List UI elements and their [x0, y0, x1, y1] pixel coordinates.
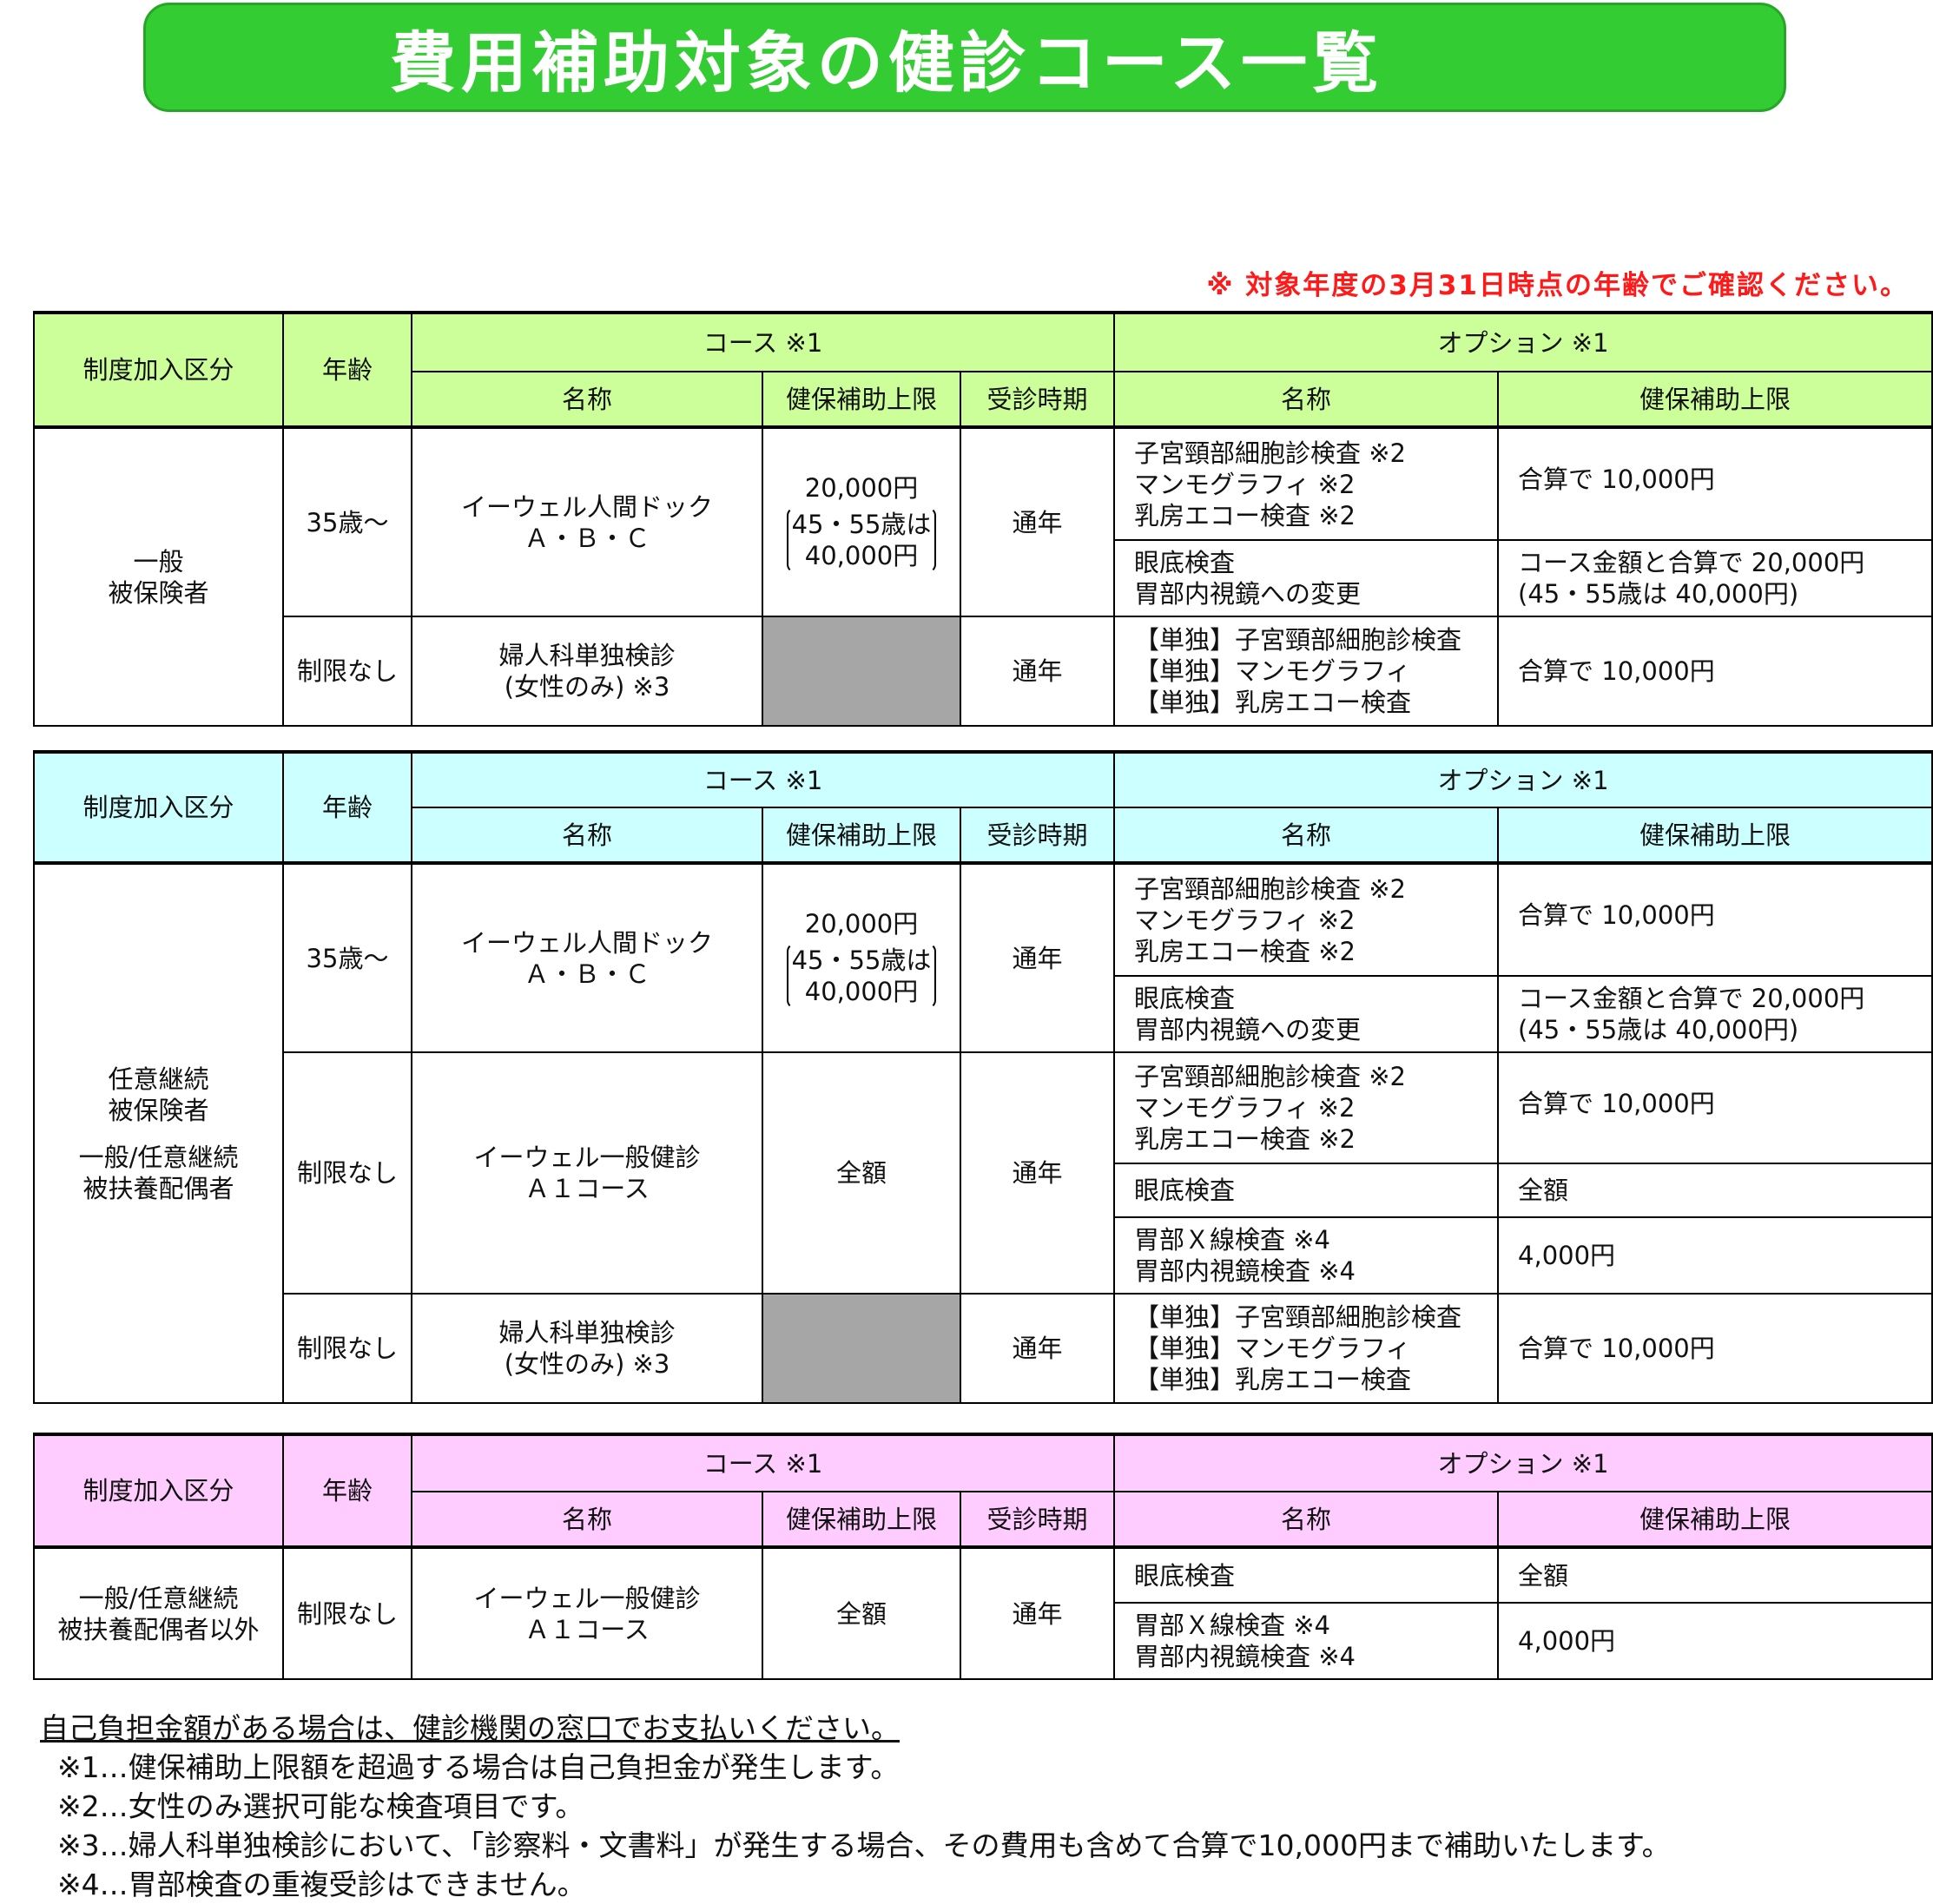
option-name-cell: 子宮頸部細胞診検査 ※2 マンモグラフィ ※2 乳房エコー検査 ※2 — [1113, 1051, 1500, 1164]
header-period: 受診時期 — [959, 371, 1116, 428]
limit-note-bracket: 45・55歳は 40,000円 — [786, 942, 937, 1009]
header-option-limit: 健保補助上限 — [1497, 1491, 1933, 1548]
period-cell: 通年 — [959, 616, 1116, 727]
header-course-limit: 健保補助上限 — [762, 1491, 961, 1548]
header-course: コース ※1 — [410, 750, 1116, 808]
period-cell: 通年 — [959, 425, 1116, 617]
course-limit-na-cell — [762, 1293, 961, 1404]
header-course-name: 名称 — [411, 1491, 763, 1548]
period-cell: 通年 — [959, 861, 1116, 1053]
option-limit-cell: 合算で 10,000円 — [1497, 861, 1933, 977]
period-cell: 通年 — [959, 1051, 1116, 1295]
header-course-limit: 健保補助上限 — [762, 371, 961, 428]
option-name-cell: 眼底検査 — [1113, 1163, 1500, 1218]
option-limit-cell: 合算で 10,000円 — [1497, 1293, 1933, 1404]
age-cell: 制限なし — [282, 1293, 412, 1404]
option-name-cell: 眼底検査 胃部内視鏡への変更 — [1113, 975, 1500, 1053]
period-cell: 通年 — [959, 1293, 1116, 1404]
header-option-name: 名称 — [1113, 371, 1500, 428]
course-name-cell: 婦人科単独検診 (女性のみ) ※3 — [411, 1293, 763, 1404]
header-age: 年齢 — [282, 311, 412, 428]
age-cell: 制限なし — [282, 1051, 412, 1295]
category-cell: 任意継続 被保険者 一般/任意継続 被扶養配偶者 — [33, 861, 284, 1404]
age-note: ※ 対象年度の3月31日時点の年齢でご確認ください。 — [1206, 270, 1909, 301]
age-cell: 制限なし — [282, 1545, 412, 1680]
course-table-non-spouse: 制度加入区分 年齢 コース ※1 オプション ※1 名称 健保補助上限 受診時期… — [33, 1433, 1933, 1680]
header-course-name: 名称 — [411, 807, 763, 864]
category-cell: 一般/任意継続 被扶養配偶者以外 — [33, 1545, 284, 1680]
option-name-cell: 子宮頸部細胞診検査 ※2 マンモグラフィ ※2 乳房エコー検査 ※2 — [1113, 861, 1500, 977]
course-limit-cell: 20,000円 45・55歳は 40,000円 — [762, 861, 961, 1053]
option-limit-cell: コース金額と合算で 20,000円 (45・55歳は 40,000円) — [1497, 975, 1933, 1053]
header-course-name: 名称 — [411, 371, 763, 428]
age-cell: 制限なし — [282, 616, 412, 727]
header-period: 受診時期 — [959, 1491, 1116, 1548]
title-banner: 費用補助対象の健診コース一覧 — [143, 3, 1786, 112]
header-age: 年齢 — [282, 1433, 412, 1548]
option-limit-cell: 4,000円 — [1497, 1216, 1933, 1295]
header-option-limit: 健保補助上限 — [1497, 807, 1933, 864]
header-category: 制度加入区分 — [33, 750, 284, 864]
header-option-name: 名称 — [1113, 1491, 1500, 1548]
option-name-cell: 胃部Ｘ線検査 ※4 胃部内視鏡検査 ※4 — [1113, 1216, 1500, 1295]
course-limit-cell: 20,000円 45・55歳は 40,000円 — [762, 425, 961, 617]
course-name-cell: イーウェル一般健診 Ａ１コース — [411, 1545, 763, 1680]
limit-note-bracket: 45・55歳は 40,000円 — [786, 506, 937, 573]
header-option-limit: 健保補助上限 — [1497, 371, 1933, 428]
option-name-cell: 【単独】子宮頸部細胞診検査 【単独】マンモグラフィ 【単独】乳房エコー検査 — [1113, 1293, 1500, 1404]
course-limit-cell: 全額 — [762, 1545, 961, 1680]
option-limit-cell: 全額 — [1497, 1163, 1933, 1218]
option-limit-cell: 全額 — [1497, 1545, 1933, 1604]
option-name-cell: 眼底検査 胃部内視鏡への変更 — [1113, 539, 1500, 617]
option-limit-cell: 4,000円 — [1497, 1602, 1933, 1680]
header-category: 制度加入区分 — [33, 311, 284, 428]
course-name-cell: イーウェル人間ドック Ａ・Ｂ・Ｃ — [411, 861, 763, 1053]
age-cell: 35歳～ — [282, 861, 412, 1053]
header-option-name: 名称 — [1113, 807, 1500, 864]
course-limit-na-cell — [762, 616, 961, 727]
header-course: コース ※1 — [410, 1433, 1116, 1492]
header-option: オプション ※1 — [1113, 1433, 1933, 1492]
course-name-cell: イーウェル人間ドック Ａ・Ｂ・Ｃ — [411, 425, 763, 617]
option-name-cell: 【単独】子宮頸部細胞診検査 【単独】マンモグラフィ 【単独】乳房エコー検査 — [1113, 616, 1500, 727]
option-limit-cell: コース金額と合算で 20,000円 (45・55歳は 40,000円) — [1497, 539, 1933, 617]
header-age: 年齢 — [282, 750, 412, 864]
option-limit-cell: 合算で 10,000円 — [1497, 1051, 1933, 1164]
footnote-1: ※1…健保補助上限額を超過する場合は自己負担金が発生します。 — [57, 1750, 900, 1784]
option-limit-cell: 合算で 10,000円 — [1497, 425, 1933, 541]
footnote-3: ※3…婦人科単独検診において、「診察料・文書料」が発生する場合、その費用も含めて… — [57, 1828, 1671, 1862]
category-cell: 一般 被保険者 — [33, 425, 284, 727]
header-category: 制度加入区分 — [33, 1433, 284, 1548]
option-name-cell: 子宮頸部細胞診検査 ※2 マンモグラフィ ※2 乳房エコー検査 ※2 — [1113, 425, 1500, 541]
age-cell: 35歳～ — [282, 425, 412, 617]
footnote-4: ※4…胃部検査の重複受診はできません。 — [57, 1868, 586, 1901]
period-cell: 通年 — [959, 1545, 1116, 1680]
option-limit-cell: 合算で 10,000円 — [1497, 616, 1933, 727]
course-limit-cell: 全額 — [762, 1051, 961, 1295]
course-table-voluntary: 制度加入区分 年齢 コース ※1 オプション ※1 名称 健保補助上限 受診時期… — [33, 750, 1933, 1404]
course-name-cell: イーウェル一般健診 Ａ１コース — [411, 1051, 763, 1295]
footnotes: 自己負担金額がある場合は、健診機関の窓口でお支払いください。 ※1…健保補助上限… — [40, 1709, 1671, 1904]
header-course: コース ※1 — [410, 311, 1116, 372]
footnote-2: ※2…女性のみ選択可能な検査項目です。 — [57, 1789, 584, 1823]
payment-note: 自己負担金額がある場合は、健診機関の窓口でお支払いください。 — [40, 1711, 900, 1745]
header-course-limit: 健保補助上限 — [762, 807, 961, 864]
course-name-cell: 婦人科単独検診 (女性のみ) ※3 — [411, 616, 763, 727]
page-title: 費用補助対象の健診コース一覧 — [389, 24, 1384, 102]
header-option: オプション ※1 — [1113, 311, 1933, 372]
option-name-cell: 眼底検査 — [1113, 1545, 1500, 1604]
header-period: 受診時期 — [959, 807, 1116, 864]
header-option: オプション ※1 — [1113, 750, 1933, 808]
option-name-cell: 胃部Ｘ線検査 ※4 胃部内視鏡検査 ※4 — [1113, 1602, 1500, 1680]
course-table-general-insured: 制度加入区分 年齢 コース ※1 オプション ※1 名称 健保補助上限 受診時期… — [33, 311, 1933, 727]
